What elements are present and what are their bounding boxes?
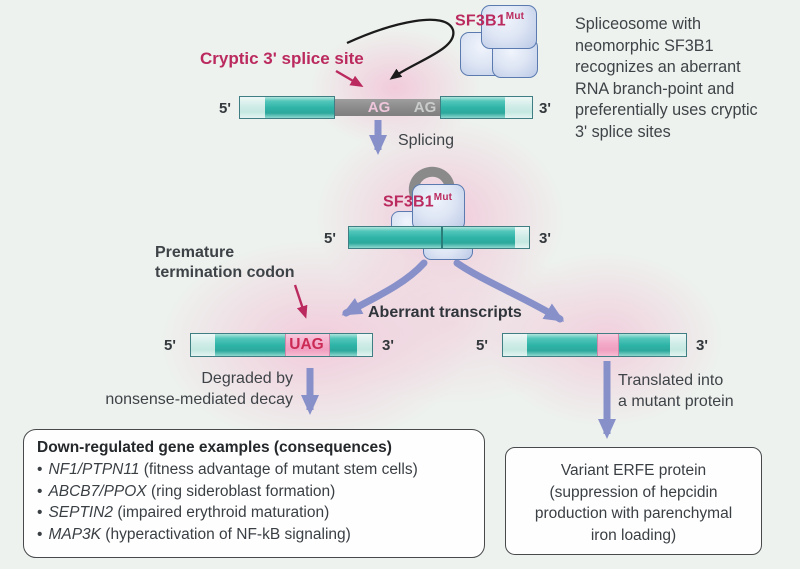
- gene-name: ABCB7/PPOX: [48, 482, 147, 500]
- mut-superscript: Mut: [433, 192, 453, 203]
- three-prime-label: 3': [539, 100, 551, 117]
- mut-superscript: Mut: [505, 11, 525, 22]
- variant-erfe-box: Variant ERFE protein (suppression of hep…: [505, 447, 762, 555]
- five-prime-label: 5': [164, 337, 176, 354]
- spliced-mrna-bar: [348, 226, 530, 249]
- erfe-box-text: Variant ERFE protein (suppression of hep…: [534, 462, 733, 544]
- exon-end-cap: [670, 334, 686, 356]
- bullet: •: [37, 525, 43, 543]
- gene-list-item: • NF1/PTPN11 (fitness advantage of mutant…: [37, 459, 471, 481]
- exon-2: [440, 96, 533, 119]
- sf3b1-mut-label-mid: SF3B1Mut: [383, 192, 452, 211]
- exon-end-cap: [240, 97, 265, 118]
- exon-end-cap: [191, 334, 215, 356]
- stop-codon-text: UAG: [289, 336, 324, 353]
- exon-body: [265, 97, 334, 118]
- cryptic-ag-site: AG: [367, 99, 391, 116]
- cryptic-site-arrow: [335, 69, 364, 88]
- gene-list-item: • ABCB7/PPOX (ring sideroblast formation): [37, 481, 471, 503]
- translated-caption: Translated into a mutant protein: [618, 372, 734, 410]
- five-prime-label: 5': [476, 337, 488, 354]
- exon-body: [215, 334, 285, 356]
- three-prime-label: 3': [539, 230, 551, 247]
- gene-consequence: (impaired erythroid maturation): [113, 504, 330, 522]
- gene-consequence: (fitness advantage of mutant stem cells): [139, 461, 418, 478]
- sf3b1-text: SF3B1: [455, 12, 506, 30]
- three-prime-label: 3': [696, 337, 708, 354]
- exon-junction-seam: [441, 227, 443, 248]
- exon-body: [349, 227, 515, 248]
- bullet: •: [37, 461, 43, 478]
- five-prime-label: 5': [324, 230, 336, 247]
- gene-consequence: (ring sideroblast formation): [146, 482, 336, 500]
- exon-end-cap: [505, 97, 532, 118]
- sf3b1-text: SF3B1: [383, 193, 434, 211]
- gene-consequence: (hyperactivation of NF-kB signaling): [101, 525, 351, 543]
- exon-body: [330, 334, 357, 356]
- canonical-ag-site: AG: [413, 99, 437, 116]
- nmd-transcript-bar: [190, 333, 373, 357]
- gene-name: NF1/PTPN11: [48, 461, 140, 478]
- sf3b1-mut-label-top: SF3B1Mut: [455, 11, 524, 30]
- exon-1: [239, 96, 335, 119]
- ptc-label: Premature termination codon: [155, 244, 295, 281]
- exon-end-cap: [515, 227, 529, 248]
- spliceosome-note: Spliceosome with neomorphic SF3B1 recogn…: [575, 15, 758, 141]
- neomorphic-segment: [597, 334, 619, 356]
- gene-list-item: • SEPTIN2 (impaired erythroid maturation): [37, 502, 471, 524]
- box-title: Down-regulated gene examples (consequenc…: [37, 439, 392, 456]
- exon-body: [441, 97, 505, 118]
- downregulated-genes-box: Down-regulated gene examples (consequenc…: [23, 429, 485, 558]
- five-prime-label: 5': [219, 100, 231, 117]
- degraded-caption: Degraded by nonsense-mediated decay: [105, 370, 293, 408]
- exon-body: [619, 334, 670, 356]
- mutant-transcript-bar: [502, 333, 687, 357]
- gene-name: MAP3K: [48, 525, 101, 543]
- three-prime-label: 3': [382, 337, 394, 354]
- splicing-label: Splicing: [398, 132, 455, 149]
- cryptic-site-label: Cryptic 3' splice site: [200, 49, 364, 68]
- exon-end-cap: [357, 334, 372, 356]
- aberrant-transcripts-label: Aberrant transcripts: [368, 304, 522, 321]
- bullet: •: [37, 482, 43, 500]
- spliceosome-subunit: [481, 5, 537, 49]
- bullet: •: [37, 504, 43, 522]
- gene-name: SEPTIN2: [48, 504, 114, 522]
- exon-body: [527, 334, 597, 356]
- exon-end-cap: [503, 334, 527, 356]
- gene-list-item: • MAP3K (hyperactivation of NF-kB signali…: [37, 524, 471, 546]
- ptc-arrow: [293, 284, 308, 319]
